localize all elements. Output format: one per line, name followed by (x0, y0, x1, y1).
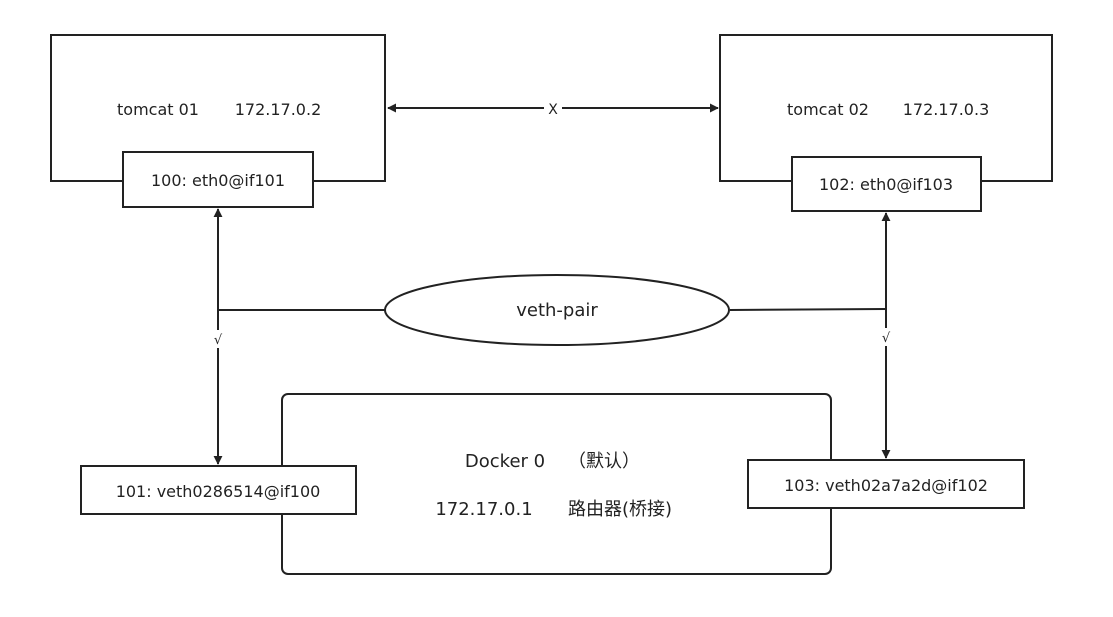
right-check-mark: √ (882, 331, 891, 346)
docker-veth-right: 103: veth02a7a2d@if102 (747, 459, 1025, 509)
left-veth-link: √ (211, 208, 225, 465)
tomcat01-eth0-label: 100: eth0@if101 (151, 171, 285, 190)
veth-pair: veth-pair (384, 274, 730, 346)
docker-veth-left-label: 101: veth0286514@if100 (116, 482, 321, 501)
tomcat02-eth0-label: 102: eth0@if103 (819, 175, 953, 194)
veth-pair-label: veth-pair (516, 300, 598, 321)
veth-pair-connector-right (729, 308, 887, 311)
tomcat02-name: tomcat 02 (787, 100, 869, 119)
direct-link: X (387, 100, 719, 118)
docker-veth-left-box (80, 465, 357, 515)
tomcat01-eth0-box (122, 151, 314, 208)
docker-veth-right-label: 103: veth02a7a2d@if102 (784, 476, 988, 495)
tomcat02-container: tomcat 02 172.17.0.3 (719, 34, 1053, 182)
veth-pair-ellipse (384, 274, 730, 346)
docker0-title: Docker 0 (465, 451, 545, 472)
tomcat01-ip: 172.17.0.2 (235, 100, 322, 119)
tomcat02-eth0-box (791, 156, 982, 212)
right-check-bg (879, 328, 893, 346)
docker0-role: 路由器(桥接) (568, 499, 672, 520)
direct-link-label-bg (544, 100, 562, 116)
left-check-mark: √ (214, 333, 223, 348)
left-check-bg (211, 330, 225, 348)
tomcat02-ip: 172.17.0.3 (903, 100, 990, 119)
docker0-ip: 172.17.0.1 (435, 499, 532, 520)
tomcat02-eth0: 102: eth0@if103 (791, 156, 982, 212)
right-veth-link: √ (879, 212, 893, 459)
docker-veth-right-box (747, 459, 1025, 509)
docker-veth-left: 101: veth0286514@if100 (80, 465, 357, 515)
tomcat01-eth0: 100: eth0@if101 (122, 151, 314, 208)
direct-link-label: X (548, 102, 558, 118)
docker0-note: （默认） (568, 451, 640, 472)
tomcat01-name: tomcat 01 (117, 100, 199, 119)
